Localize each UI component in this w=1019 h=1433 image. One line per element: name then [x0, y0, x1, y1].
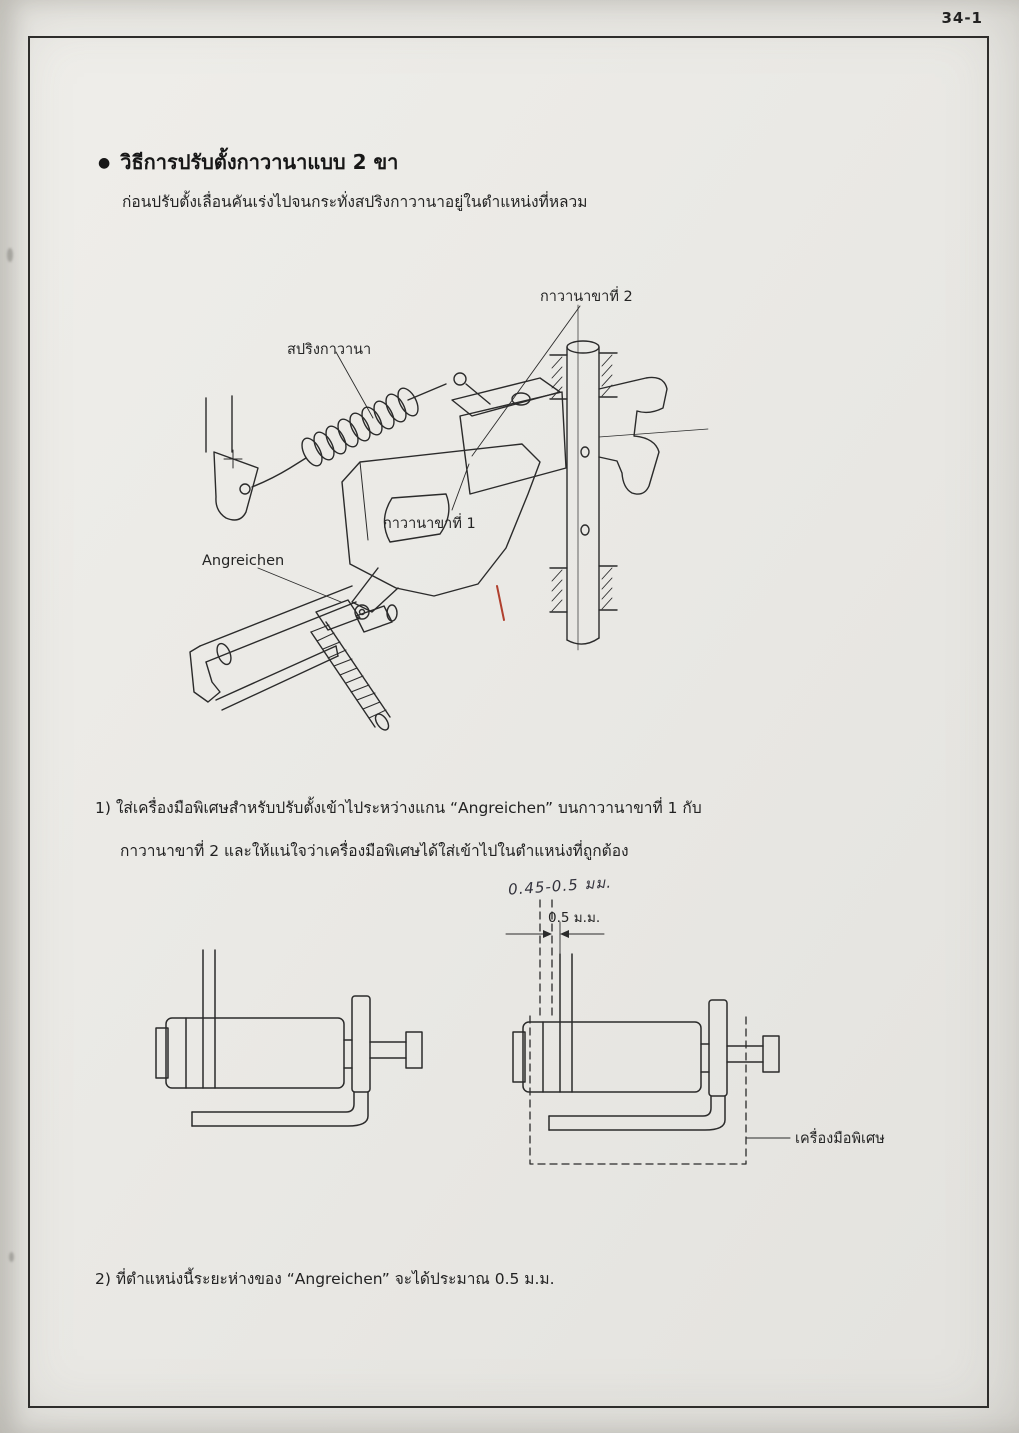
section-title: วิธีการปรับตั้งกาวานาแบบ 2 ขา [120, 150, 399, 174]
figure1-label-spring: สปริงกาวานา [287, 342, 372, 358]
scan-artifact [9, 1252, 14, 1262]
figure1-label-angreichen: Angreichen [202, 553, 285, 569]
scan-artifact [7, 248, 13, 262]
figure1-label-leg2: กาวานาขาที่ 2 [540, 289, 633, 305]
special-tool-label: เครื่องมือพิเศษ [795, 1131, 885, 1147]
governor-assembly-figure [189, 304, 709, 731]
step2-text: 2) ที่ตำแหน่งนี้ระยะห่างของ “Angreichen”… [95, 1270, 555, 1288]
page-border-frame [28, 36, 989, 1408]
figure1-label-leg1: กาวานาขาที่ 1 [383, 516, 476, 532]
adjustment-tool-figure [155, 899, 791, 1165]
step1-text-line2: กาวานาขาที่ 2 และให้แน่ใจว่าเครื่องมือพิ… [120, 842, 629, 860]
page-number: 34-1 [941, 9, 983, 27]
bullet-icon: ● [98, 155, 111, 171]
section-subtitle: ก่อนปรับตั้งเลื่อนคันเร่งไปจนกระทั่งสปริ… [122, 193, 588, 211]
gap-dimension-label: 0.5 ม.ม. [548, 910, 601, 926]
step1-text-line1: 1) ใส่เครื่องมือพิเศษสำหรับปรับตั้งเข้าไ… [95, 799, 702, 817]
section-heading: ● วิธีการปรับตั้งกาวานาแบบ 2 ขา [98, 146, 398, 178]
